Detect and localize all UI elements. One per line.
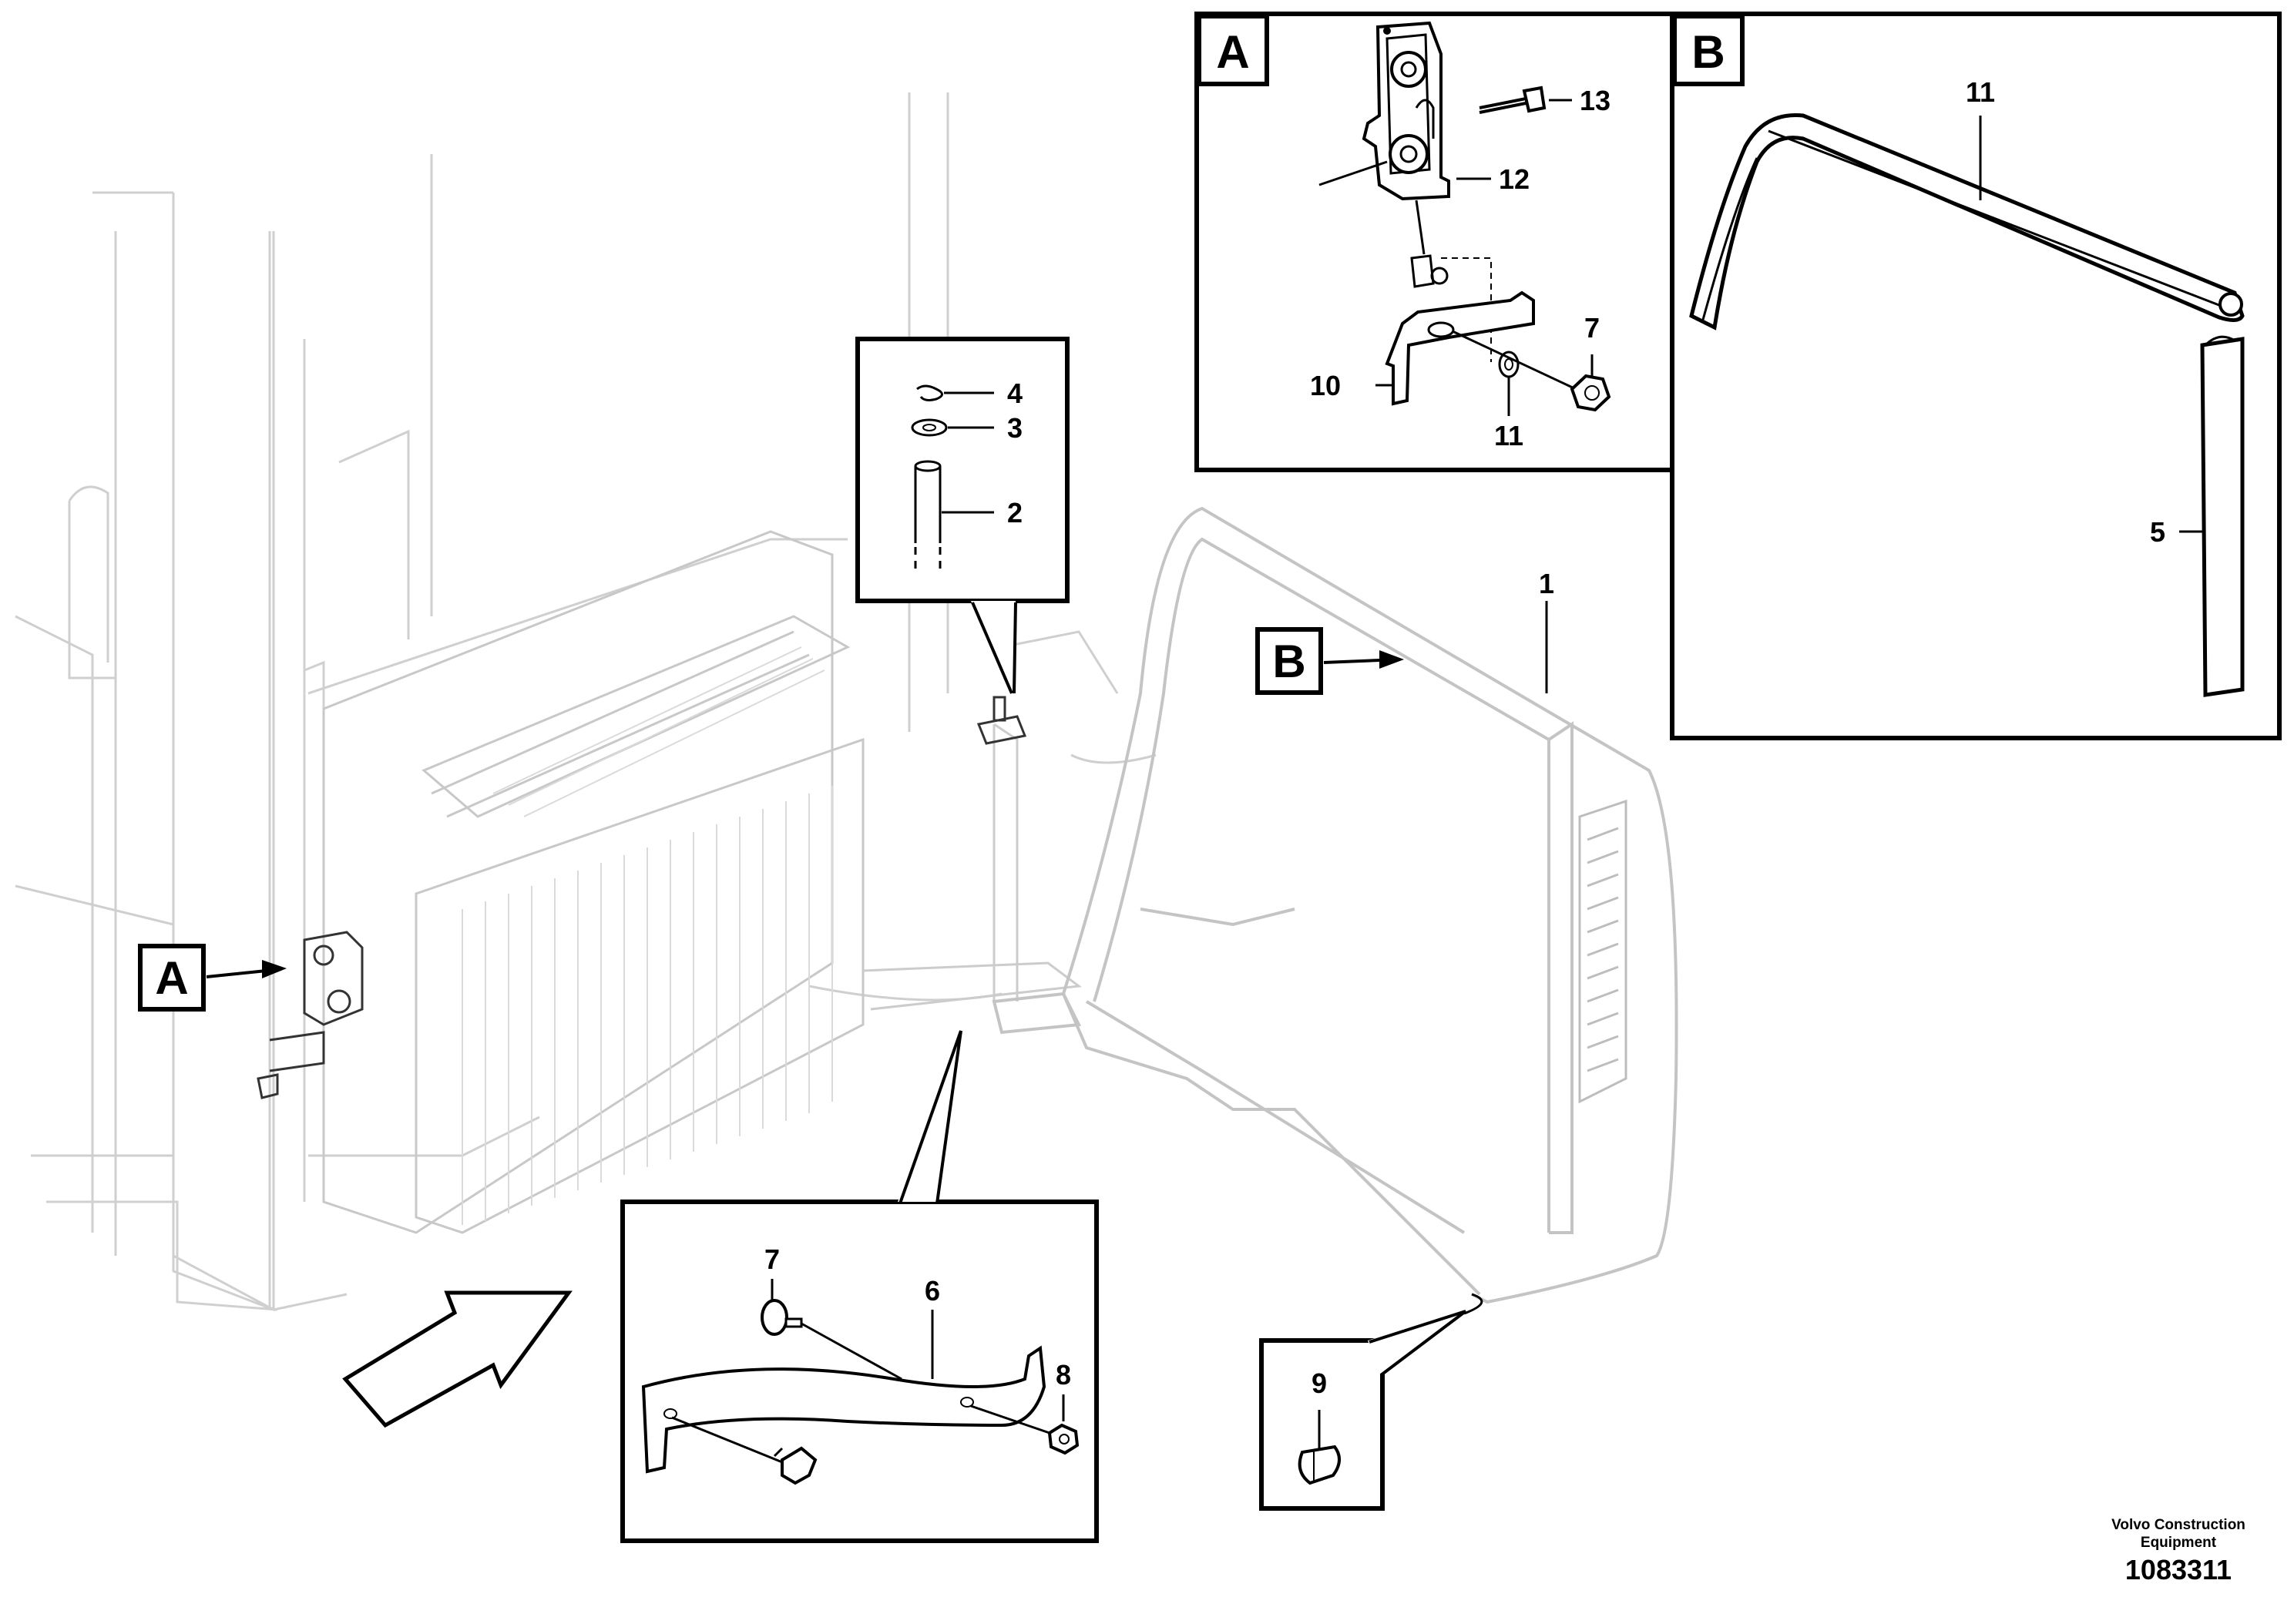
radiator-unit: [322, 530, 865, 1234]
svg-text:12: 12: [1499, 163, 1530, 195]
svg-text:8: 8: [1056, 1359, 1071, 1391]
side-door-panel: [992, 506, 1678, 1304]
detail-tag-b-main: B: [1255, 627, 1404, 695]
svg-text:7: 7: [1584, 312, 1600, 344]
company-line-2: Equipment: [2141, 1535, 2217, 1551]
svg-text:9: 9: [1312, 1367, 1327, 1399]
svg-text:11: 11: [1966, 76, 1995, 108]
view-direction-arrow: [342, 1290, 573, 1428]
svg-text:7: 7: [764, 1243, 780, 1275]
door-grille: [1578, 799, 1627, 1104]
hinge-pin-location: [976, 696, 1027, 745]
inset-hinge-pin: 4 3 2: [855, 337, 1070, 694]
detail-box-a-tag: A: [1216, 26, 1249, 78]
latch-assembly: [257, 931, 364, 1099]
svg-text:13: 13: [1580, 85, 1611, 116]
detail-tag-a-main: A: [138, 944, 287, 1012]
detail-tag-a-label: A: [155, 952, 188, 1004]
cab-structure-background: [15, 92, 1157, 1312]
inset-strap: 6 7 8: [620, 1030, 1099, 1543]
callout-1: 1: [1539, 568, 1554, 693]
svg-text:11: 11: [1494, 420, 1523, 451]
cooler-fins: [462, 646, 833, 1225]
svg-text:10: 10: [1310, 370, 1341, 401]
cab-pillar: [46, 231, 332, 1311]
svg-text:4: 4: [1007, 377, 1023, 409]
svg-text:5: 5: [2150, 516, 2165, 548]
footer-credit: Volvo Construction Equipment 1083311: [2111, 1517, 2245, 1585]
detail-tag-b-label: B: [1272, 636, 1305, 687]
support-arm: [862, 723, 1082, 1011]
svg-text:3: 3: [1007, 412, 1023, 444]
detail-box-a: A 13 12 10 11: [1194, 12, 1674, 472]
company-line-1: Volvo Construction: [2111, 1517, 2245, 1533]
svg-text:1: 1: [1539, 568, 1554, 599]
detail-box-b-tag: B: [1691, 26, 1725, 78]
document-number: 1083311: [2125, 1554, 2232, 1585]
inset-plug: 9: [1259, 1293, 1483, 1511]
svg-text:2: 2: [1007, 497, 1023, 528]
svg-text:6: 6: [925, 1275, 940, 1307]
detail-box-b: B 11 5: [1670, 12, 2282, 740]
